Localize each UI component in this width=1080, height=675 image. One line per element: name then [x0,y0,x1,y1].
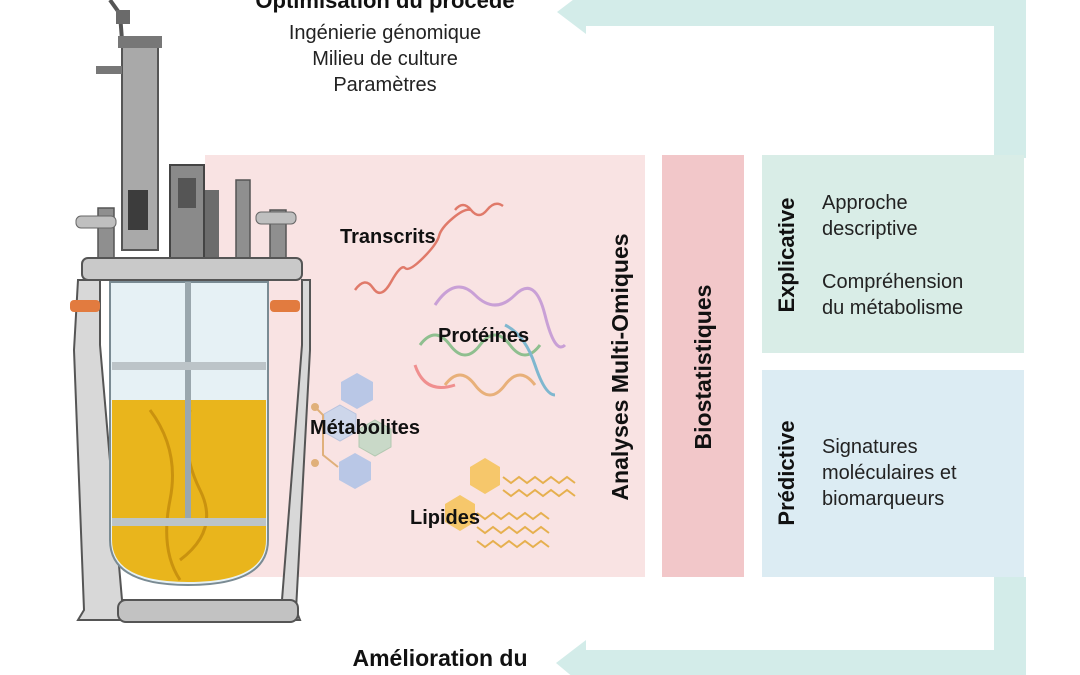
omics-label-transcripts: Transcrits [340,226,436,248]
improvement-title: Amélioration du [352,645,528,671]
metabolite-structure-icon [311,373,392,489]
head-plate-icon [81,257,303,281]
bottom-arrow-shape [556,577,1026,675]
explicative-line-metabolism: du métabolisme [822,297,964,319]
biostatistics-title: Biostatistiques [690,284,716,450]
reactor-frame-icon [72,279,311,621]
explicative-line-descriptive: descriptive [822,218,918,240]
top-arrow-shape [557,0,1026,158]
omics-label-proteins: Protéines [438,325,530,347]
explicative-title: Explicative [774,197,799,313]
predictive-title: Prédictive [774,420,799,526]
omics-label-lipids: Lipides [410,507,481,529]
explicative-line-approach: Approche [822,192,908,214]
predictive-line-molecular: moléculaires et [822,462,957,484]
rna-strand-icon [353,202,504,295]
header-item-medium: Milieu de culture [312,48,458,70]
lipid-structure-icon [445,458,576,549]
omics-label-metabolites: Métabolites [310,417,421,439]
explicative-line-understanding: Compréhension [822,271,964,293]
header-item-parameters: Paramètres [333,74,437,96]
predictive-panel [762,370,1024,577]
header-item-genomic: Ingénierie génomique [288,22,482,44]
reactor-base-icon [117,599,299,623]
predictive-line-signatures: Signatures [822,436,918,458]
omics-illustrations [311,202,576,549]
biostatistics-panel [662,155,744,577]
explicative-panel [762,155,1024,353]
process-optimisation-title: Optimisation du procédé [255,0,515,13]
protein-structure-icon [413,285,567,397]
bioreactor-illustration [70,0,311,623]
predictive-line-biomarkers: biomarqueurs [822,488,945,510]
